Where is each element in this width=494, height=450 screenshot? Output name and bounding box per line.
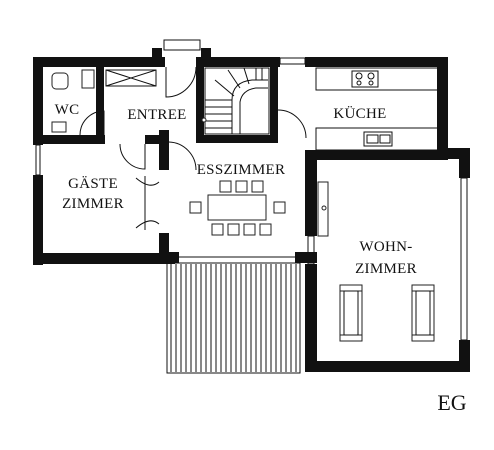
stair-steps	[205, 67, 263, 129]
label-gaeste-line2: ZIMMER	[62, 196, 124, 212]
wall-top-right	[305, 57, 448, 67]
wall-entry-right	[201, 48, 211, 62]
dining-chair	[211, 223, 224, 236]
label-wc: WC	[55, 102, 80, 118]
wall-living-bottom	[305, 361, 470, 372]
wall-dining-bottom	[159, 252, 179, 263]
staircase	[201, 67, 270, 135]
walls	[33, 48, 470, 372]
kitchen-counter-top	[315, 67, 439, 91]
wall-entree-stair	[196, 57, 204, 142]
kitchen-sink-icon	[363, 131, 393, 147]
wall-left-bottom	[33, 175, 43, 265]
sofa-right-icon	[411, 284, 435, 342]
door-dining-swing	[168, 141, 197, 171]
entree-closet	[105, 69, 157, 87]
wall-living-right-top	[459, 148, 470, 178]
door-wc-swing	[79, 110, 105, 136]
wall-stair-bottom	[196, 135, 276, 143]
window-guest-left	[35, 144, 41, 176]
living-furniture	[339, 284, 435, 342]
wall-living-left-lower	[305, 264, 317, 372]
door-guest-swing	[119, 143, 146, 170]
wall-bottom-left	[33, 253, 175, 264]
dining-chair	[235, 180, 248, 193]
terrace-outline	[166, 262, 301, 374]
room-labels: WC ENTREE KÜCHE GÄSTE ZIMMER ESSZIMMER W…	[55, 102, 467, 415]
wall-wc-entree	[96, 57, 104, 142]
label-entree: ENTREE	[127, 107, 186, 123]
wall-right-upper	[437, 57, 448, 152]
stair-step	[214, 79, 235, 97]
stair-curve	[231, 79, 268, 134]
toilet-icon	[51, 72, 69, 90]
wc-fixtures	[51, 69, 95, 133]
wall-guest-right-upper	[159, 130, 169, 170]
window-entry	[163, 39, 201, 51]
door-entry-swing	[165, 66, 197, 98]
wall-stair-right	[270, 57, 278, 143]
closet-outline	[105, 69, 157, 87]
kitchen-counter-bottom	[315, 127, 439, 151]
terrace	[166, 262, 301, 374]
sink-icon	[81, 69, 95, 89]
wc-basin-icon	[51, 121, 67, 133]
window-living-right	[460, 177, 468, 341]
wall-guest-top	[145, 135, 169, 144]
dining-chair	[251, 180, 264, 193]
windows	[35, 39, 468, 341]
closet-cross-b	[105, 69, 157, 87]
wall-wc-bottom	[33, 135, 105, 144]
wall-living-right-bottom	[459, 340, 470, 372]
dining-chairs	[189, 180, 286, 236]
stair-step	[227, 69, 241, 89]
dining-chair	[219, 180, 232, 193]
label-level: EG	[437, 390, 466, 415]
wall-guest-right-lower	[159, 233, 169, 263]
dining-chair	[243, 223, 256, 236]
window-kitchen-right	[438, 94, 446, 126]
wall-top-mid	[198, 57, 280, 67]
wall-dining-bottom-right	[295, 252, 317, 263]
dining-chair	[227, 223, 240, 236]
dining-furniture	[189, 180, 329, 237]
door-guest-double	[135, 177, 160, 229]
wall-entry-left	[152, 48, 162, 62]
kitchen-fixtures	[315, 67, 439, 151]
stair-post-icon	[201, 117, 207, 123]
doors	[79, 66, 307, 230]
stair-step	[243, 67, 250, 85]
door-stair-swing	[277, 109, 307, 139]
stove-icon	[351, 70, 379, 88]
label-wohn-line1: WOHN-	[359, 239, 412, 255]
dining-chair	[189, 201, 202, 214]
stair-outline	[204, 67, 270, 135]
dining-chair	[259, 223, 272, 236]
lamp-icon	[321, 205, 327, 211]
label-esszimmer: ESSZIMMER	[197, 162, 286, 178]
label-wohn-line2: ZIMMER	[355, 261, 417, 277]
wall-kitchen-bottom-right	[316, 150, 448, 160]
window-living-left	[307, 235, 315, 265]
label-kueche: KÜCHE	[333, 105, 386, 122]
sofa-left-icon	[339, 284, 363, 342]
wall-left-top	[33, 57, 43, 145]
wall-living-left	[305, 150, 317, 236]
window-stair	[279, 57, 306, 65]
dining-chair	[273, 201, 286, 214]
label-gaeste-line1: GÄSTE	[68, 175, 118, 192]
dining-table	[207, 194, 267, 221]
stair-curve-inner	[239, 87, 268, 134]
